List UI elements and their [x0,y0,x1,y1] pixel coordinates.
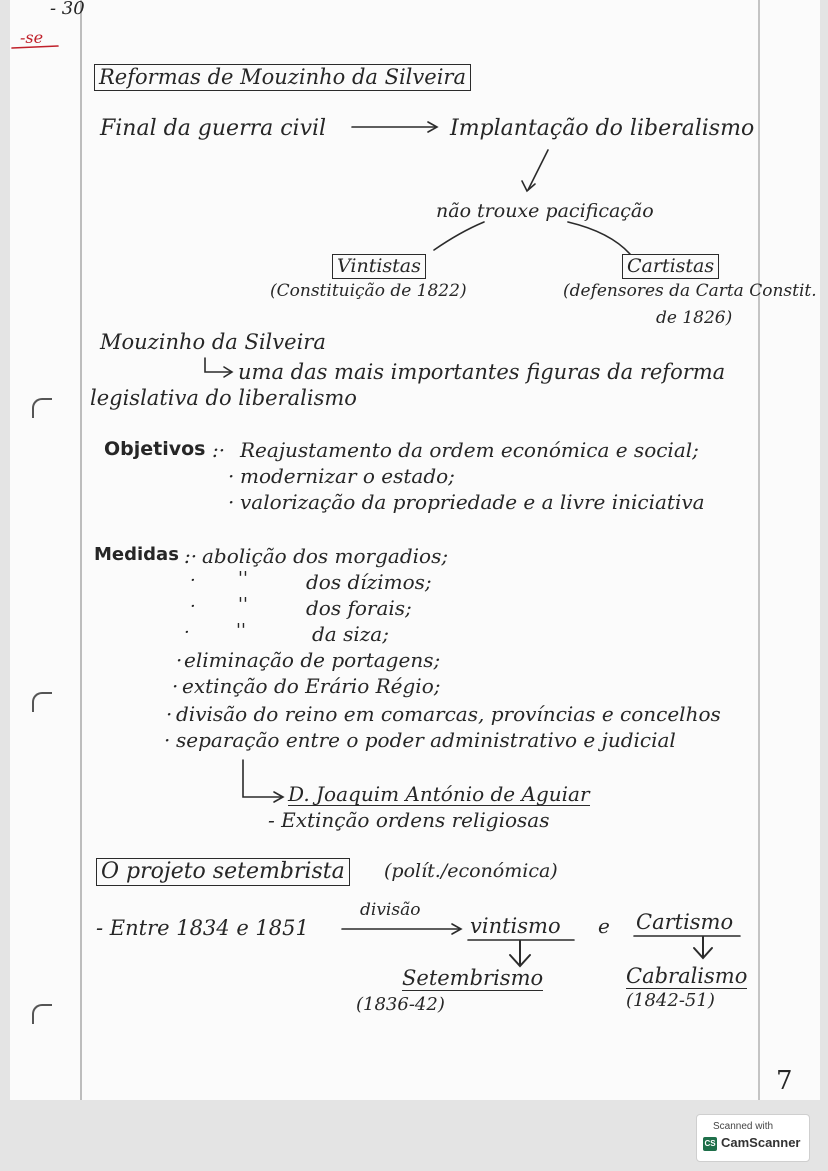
camscanner-brand: CamScanner [721,1135,801,1150]
objetivo-bullet: · [228,490,235,514]
ditto-mark: '' [236,620,246,641]
bracket-arrow-head [273,791,285,803]
objetivos-label: Objetivos [104,438,206,460]
cartistas-note-1: (defensores da Carta Constit. [563,281,817,301]
joaquim-antonio-aguiar: D. Joaquim António de Aguiar [288,782,590,806]
ditto-mark: '' [238,594,248,615]
notebook-page [10,0,820,1100]
hook-arrow-head [223,366,234,378]
ditto-mark: '' [238,568,248,589]
arrow-divisao-head [451,923,463,935]
entre-1834-1851: - Entre 1834 e 1851 [96,916,309,940]
extincao-ordens: - Extinção ordens religiosas [268,808,550,832]
arrow-head-2 [521,180,536,193]
divisao-label: divisão [360,900,421,920]
binder-hole-mark [32,398,52,418]
medida-item: divisão do reino em comarcas, províncias… [176,702,721,726]
objetivo-item: Reajustamento da ordem económica e socia… [240,438,699,462]
ditto-bullet: · [184,622,190,643]
medida-bullet: · [172,674,179,698]
red-underline [11,45,59,49]
ditto-bullet: · [190,596,196,617]
setembrismo-years: (1836-42) [356,994,445,1015]
mouzinho-desc-1: uma das mais importantes figuras da refo… [238,360,726,384]
medida-item: dos forais; [306,596,412,620]
objetivo-item: modernizar o estado; [240,464,455,488]
camscanner-watermark: Scanned with CS CamScanner [696,1114,810,1162]
medida-item: dos dízimos; [306,570,432,594]
line-liberalismo: Implantação do liberalismo [450,116,755,141]
setembrismo-label: Setembrismo [402,966,544,991]
nao-trouxe-pacificacao: não trouxe pacificação [436,200,654,222]
setembrista-note: (polít./económica) [384,860,558,882]
medida-bullet: · [166,702,173,726]
cartismo-label: Cartismo [636,910,734,934]
vintistas-box: Vintistas [332,254,426,279]
right-margin-line [758,0,760,1100]
hook-arrow [204,357,231,373]
vintismo-label: vintismo [470,914,561,938]
margin-line [80,0,82,1100]
medida-item: extinção do Erário Régio; [182,674,441,698]
branch-left [433,221,485,251]
binder-hole-mark [32,692,52,712]
conjunction-e: e [598,914,610,938]
medidas-colon: :· [184,544,198,568]
arrow-head-1 [427,121,439,133]
scanned-with-text: Scanned with [713,1121,774,1132]
ditto-bullet: · [190,570,196,591]
binder-hole-mark [32,1004,52,1024]
cartistas-note-2: de 1826) [656,308,733,328]
arrow-down-1 [527,149,549,191]
medida-item: separação entre o poder administrativo e… [176,728,676,752]
bracket-arrow [242,759,283,798]
medida-bullet: · [176,648,183,672]
camscanner-logo-icon: CS [703,1137,717,1151]
objetivos-colon: :· [212,438,226,462]
mouzinho-heading: Mouzinho da Silveira [100,330,326,354]
page-number: 7 [776,1066,793,1096]
arrow-down-cartismo-head [693,947,713,960]
arrow-down-vintismo-head [509,954,531,968]
vintistas-note: (Constituição de 1822) [270,281,467,301]
mouzinho-desc-2: legislativa do liberalismo [90,386,357,410]
section-title-setembrista: O projeto setembrista [96,858,350,886]
line-guerra-civil: Final da guerra civil [100,116,327,141]
medida-bullet: · [164,728,171,752]
cabralismo-label: Cabralismo [626,964,748,989]
top-scribble-red: -se [20,28,44,47]
top-scribble: - 30 [50,0,85,19]
medidas-label: Medidas [94,544,179,565]
cabralismo-years: (1842-51) [626,990,715,1011]
medida-item: abolição dos morgadios; [202,544,449,568]
branch-right [567,221,631,255]
cartistas-box: Cartistas [622,254,720,279]
section-title-reformas: Reformas de Mouzinho da Silveira [94,64,471,91]
objetivo-item: valorização da propriedade e a livre ini… [240,490,705,514]
medida-item: eliminação de portagens; [184,648,441,672]
medida-item: da siza; [312,622,389,646]
objetivo-bullet: · [228,464,235,488]
